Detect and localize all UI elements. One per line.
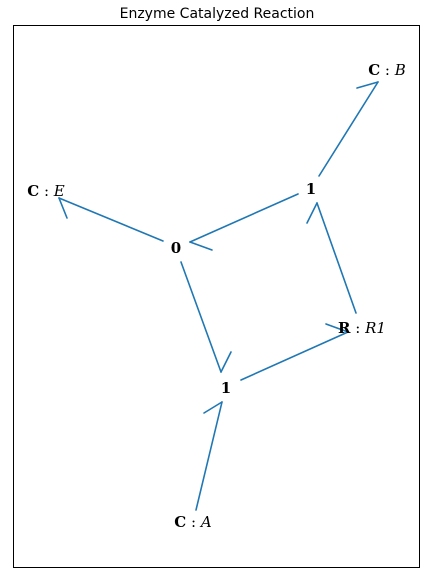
node-cb: C : B [368, 61, 406, 79]
bond-j0-to-j1bottom [180, 261, 232, 373]
node-ce-name: E [53, 182, 65, 200]
bond-j1top-to-j0 [189, 193, 299, 251]
node-ce: C : E [27, 182, 65, 200]
bond-j1bottom-to-r1 [240, 323, 349, 381]
node-r1-kind: R [338, 319, 351, 337]
node-j1-top: 1 [306, 180, 316, 198]
node-ca: C : A [174, 513, 212, 531]
node-cb-name: B [394, 61, 406, 79]
node-r1: R : R1 [338, 319, 386, 337]
node-ce-sep: : [39, 182, 54, 200]
node-j0: 0 [171, 239, 181, 257]
bond-ca-to-j1bottom [195, 401, 223, 511]
plot-frame [13, 25, 420, 568]
node-j0-label: 0 [171, 239, 181, 257]
node-cb-sep: : [380, 61, 395, 79]
node-j1-bottom-label: 1 [221, 379, 231, 397]
bond-r1-to-j1top [306, 202, 357, 314]
bond-j0-to-ce [58, 197, 164, 242]
node-ca-sep: : [186, 513, 201, 531]
node-ce-kind: C [27, 182, 39, 200]
node-cb-kind: C [368, 61, 380, 79]
node-r1-sep: : [351, 319, 366, 337]
node-r1-name: R1 [364, 319, 386, 337]
node-j1-top-label: 1 [306, 180, 316, 198]
node-ca-name: A [199, 513, 212, 531]
bond-j1top-to-cb [318, 81, 379, 177]
diagram-title: Enzyme Catalyzed Reaction [119, 6, 315, 22]
node-j1-bottom: 1 [221, 379, 231, 397]
node-ca-kind: C [174, 513, 186, 531]
